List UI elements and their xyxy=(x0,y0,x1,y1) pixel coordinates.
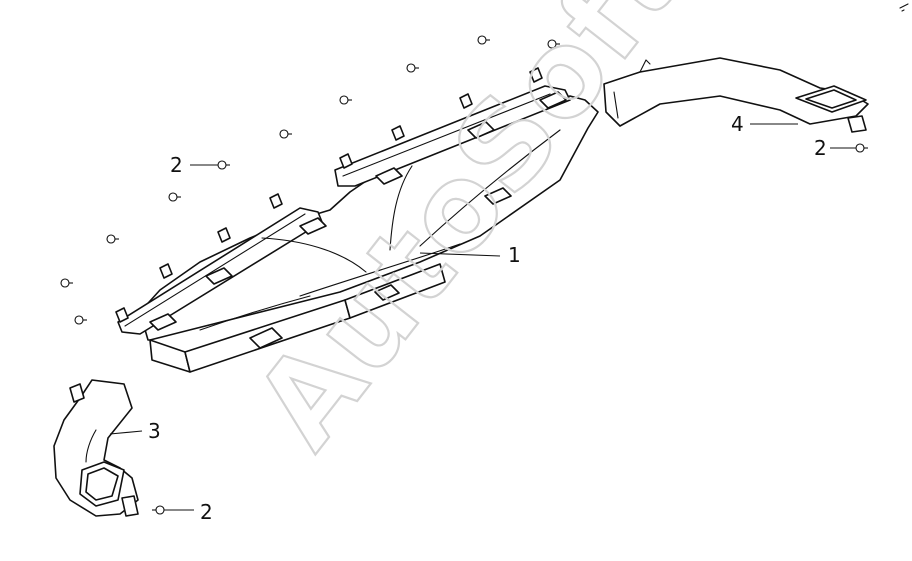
screw-icon xyxy=(855,143,868,153)
leader-lines xyxy=(109,123,856,511)
screw-icon xyxy=(477,35,490,45)
right-side-duct[interactable] xyxy=(603,57,869,133)
screw-icon xyxy=(279,129,292,139)
part-4-label: 4 xyxy=(731,112,744,136)
screw-right-label: 2 xyxy=(814,136,827,160)
screw-icon xyxy=(339,95,352,105)
screw-icon xyxy=(406,63,419,73)
main-duct-assembly[interactable] xyxy=(115,67,599,373)
screw-lower-label: 2 xyxy=(200,500,213,524)
screw-icon xyxy=(217,160,230,170)
screw-icon xyxy=(106,234,119,244)
corner-mark xyxy=(899,3,909,12)
part-1-label: 1 xyxy=(508,243,521,267)
screw-icon xyxy=(74,315,87,325)
screw-upper-label: 2 xyxy=(170,153,183,177)
screw-icon xyxy=(168,192,181,202)
screw-icon xyxy=(152,505,165,515)
screw-icon xyxy=(60,278,73,288)
screw-set xyxy=(60,35,868,515)
part-3-label: 3 xyxy=(148,419,161,443)
left-side-duct[interactable] xyxy=(53,379,139,517)
screw-icon xyxy=(547,39,560,49)
